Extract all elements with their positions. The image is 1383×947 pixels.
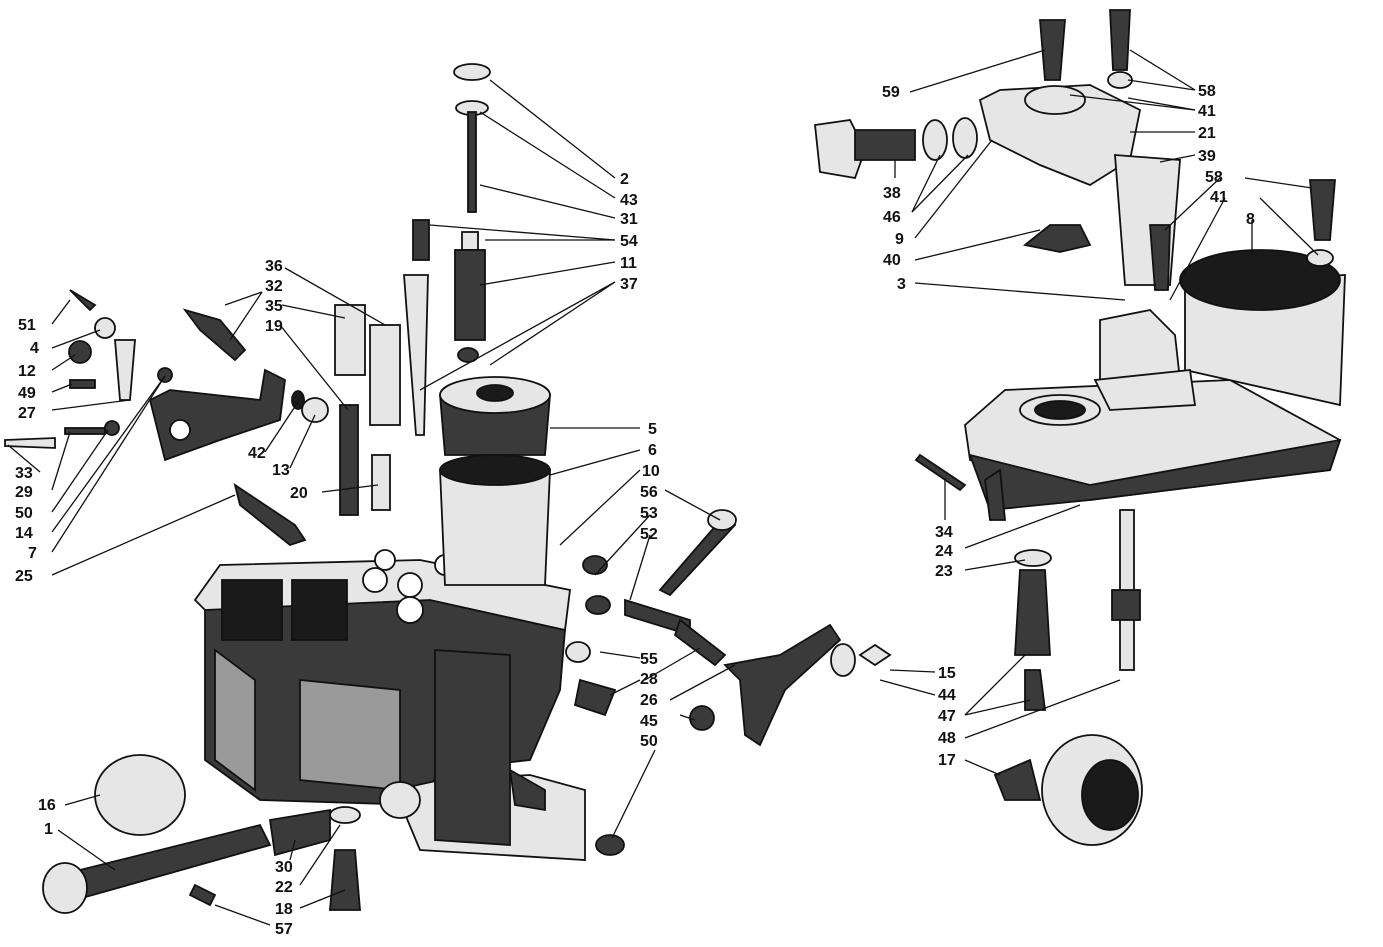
callout-17: 17 <box>938 752 956 769</box>
callout-55: 55 <box>640 651 658 668</box>
callout-30: 30 <box>275 859 293 876</box>
callout-59: 59 <box>882 84 900 101</box>
callout-42: 42 <box>248 445 266 462</box>
callout-54: 54 <box>620 233 638 250</box>
carburetor-cover <box>964 249 1346 511</box>
callout-58-lower: 58 <box>1205 169 1223 186</box>
callout-3: 3 <box>897 276 906 293</box>
callout-43: 43 <box>620 192 638 209</box>
parts-illustration <box>4 9 1346 914</box>
callout-52: 52 <box>640 526 658 543</box>
callout-5: 5 <box>648 421 657 438</box>
venturi-assembly <box>439 376 551 586</box>
callout-38: 38 <box>883 185 901 202</box>
callout-25: 25 <box>15 568 33 585</box>
callout-20: 20 <box>290 485 308 502</box>
callout-46: 46 <box>883 209 901 226</box>
jets-and-emulsion-tubes <box>291 63 491 516</box>
callout-39: 39 <box>1198 148 1216 165</box>
callout-14: 14 <box>15 525 33 542</box>
callout-28: 28 <box>640 671 658 688</box>
throttle-spindle-and-disc <box>42 754 361 914</box>
callout-34: 34 <box>935 524 953 541</box>
callout-35: 35 <box>265 298 283 315</box>
leader-lines <box>7 49 1319 926</box>
callout-10: 10 <box>642 463 660 480</box>
callout-8: 8 <box>1246 211 1255 228</box>
callout-41-lower: 41 <box>1210 189 1228 206</box>
callout-16: 16 <box>38 797 56 814</box>
throttle-linkage <box>4 289 307 547</box>
callout-36: 36 <box>265 258 283 275</box>
callout-12: 12 <box>18 363 36 380</box>
callout-44: 44 <box>938 687 956 704</box>
callout-26: 26 <box>640 692 658 709</box>
callout-51: 51 <box>18 317 36 334</box>
callout-6: 6 <box>648 442 657 459</box>
callout-11: 11 <box>620 255 637 272</box>
callout-9: 9 <box>895 231 904 248</box>
callout-48: 48 <box>938 730 956 747</box>
callout-22: 22 <box>275 879 293 896</box>
callout-45: 45 <box>640 713 658 730</box>
callout-50: 50 <box>15 505 33 522</box>
callout-47: 47 <box>938 708 956 725</box>
callout-56: 56 <box>640 484 658 501</box>
callout-41: 41 <box>1198 103 1216 120</box>
callout-labels: 2 43 31 54 11 37 5 6 10 56 53 52 55 28 2… <box>15 83 1255 938</box>
callout-7: 7 <box>28 545 37 562</box>
callout-15: 15 <box>938 665 956 682</box>
adjustment-screws-springs <box>565 509 892 856</box>
callout-40: 40 <box>883 252 901 269</box>
callout-57: 57 <box>275 921 293 938</box>
callout-27: 27 <box>18 405 36 422</box>
carburetor-main-body <box>193 549 586 861</box>
callout-33: 33 <box>15 465 33 482</box>
callout-53: 53 <box>640 505 658 522</box>
callout-29: 29 <box>15 484 33 501</box>
callout-2: 2 <box>620 171 629 188</box>
callout-37: 37 <box>620 276 638 293</box>
callout-13: 13 <box>272 462 290 479</box>
callout-58: 58 <box>1198 83 1216 100</box>
callout-4: 4 <box>30 340 39 357</box>
callout-24: 24 <box>935 543 953 560</box>
fuel-inlet-fitting <box>814 9 1336 291</box>
callout-19: 19 <box>265 318 283 335</box>
callout-31: 31 <box>620 211 638 228</box>
callout-32: 32 <box>265 278 283 295</box>
callout-50-lower: 50 <box>640 733 658 750</box>
needle-valve-and-float <box>914 453 1143 846</box>
callout-1: 1 <box>44 821 53 838</box>
callout-18: 18 <box>275 901 293 918</box>
callout-49: 49 <box>18 385 36 402</box>
callout-23: 23 <box>935 563 953 580</box>
callout-21: 21 <box>1198 125 1216 142</box>
